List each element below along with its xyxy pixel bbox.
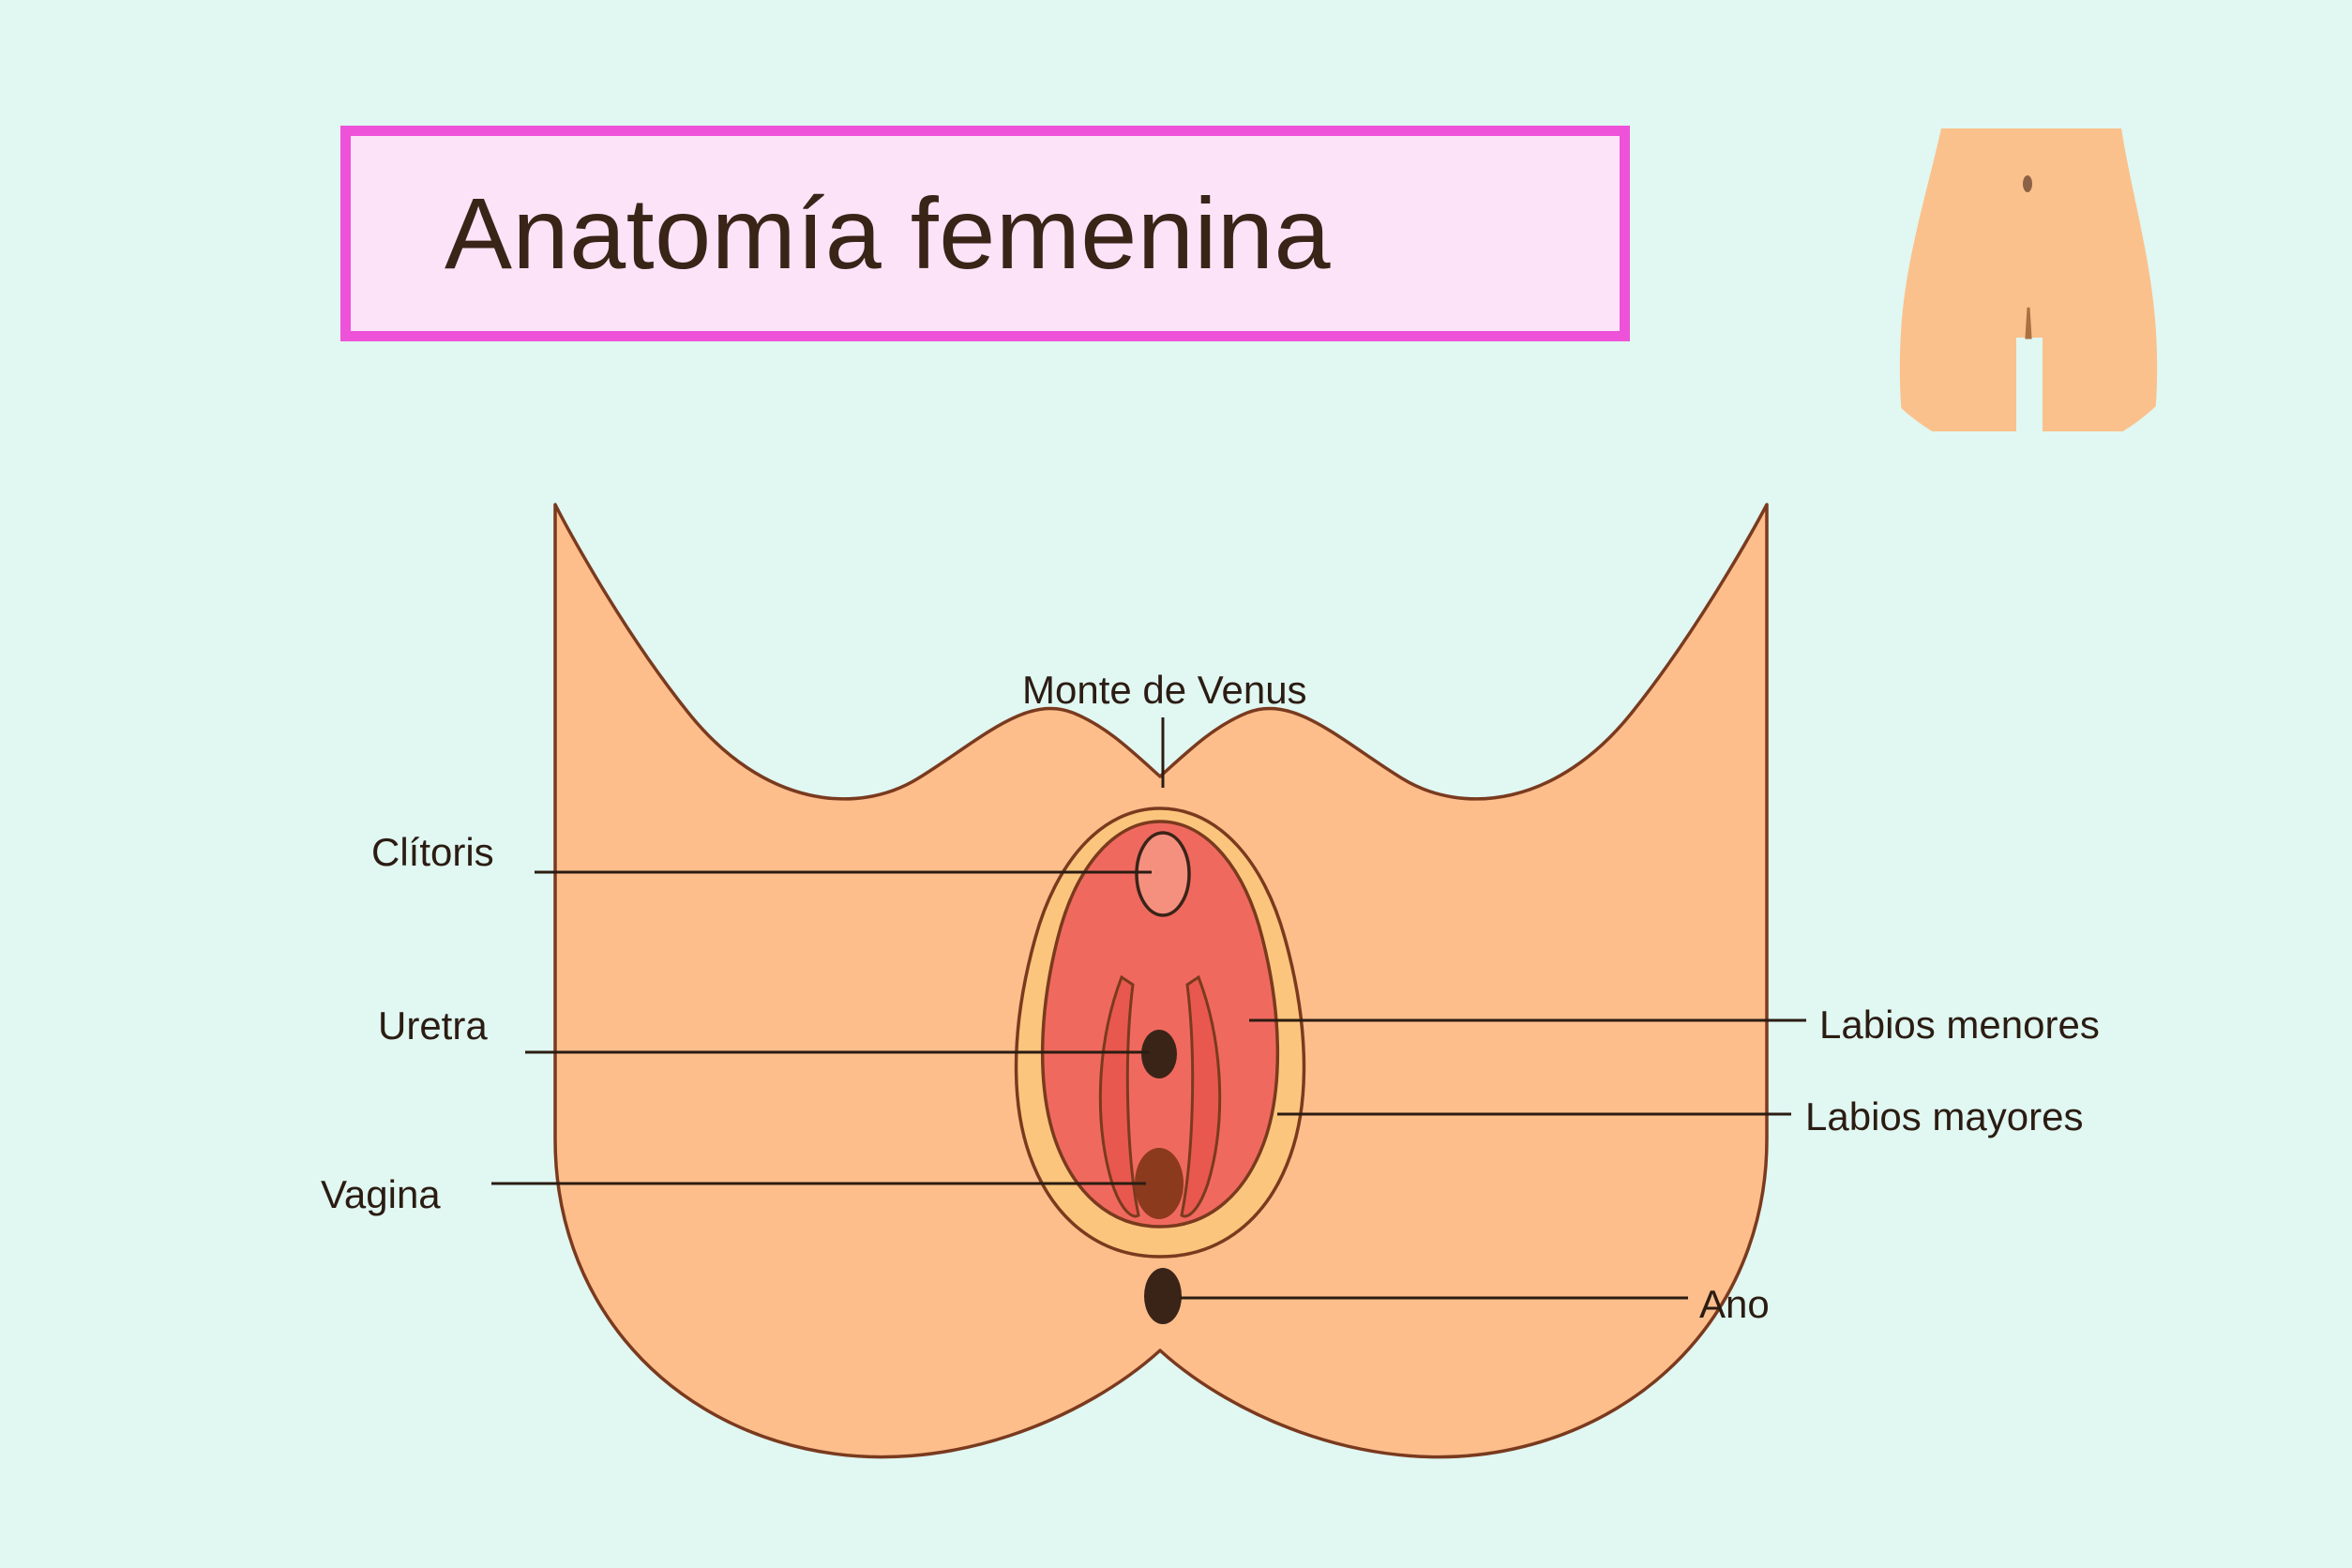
inset-torso-illustration: [1899, 128, 2158, 431]
label-labios-menores: Labios menores: [1819, 1003, 2100, 1047]
label-uretra: Uretra: [378, 1003, 488, 1048]
inner-fold-right: [1180, 974, 1222, 1218]
inset-cleft-line: [2025, 307, 2032, 339]
label-clitoris: Clítoris: [371, 830, 494, 874]
anus-marker: [1144, 1268, 1182, 1324]
vagina-marker: [1135, 1148, 1184, 1219]
urethra-marker: [1141, 1030, 1177, 1078]
title-banner: Anatomía femenina: [340, 126, 1630, 341]
page-title: Anatomía femenina: [445, 176, 1332, 290]
clitoris-marker: [1135, 831, 1191, 917]
inset-navel-icon: [2023, 175, 2032, 192]
label-monte-de-venus: Monte de Venus: [1022, 668, 1307, 712]
label-vagina: Vagina: [321, 1172, 441, 1216]
label-ano: Ano: [1699, 1282, 1770, 1326]
inner-fold-left: [1098, 974, 1140, 1218]
inset-hips-shape: [1899, 128, 2158, 431]
label-labios-mayores: Labios mayores: [1805, 1094, 2084, 1138]
